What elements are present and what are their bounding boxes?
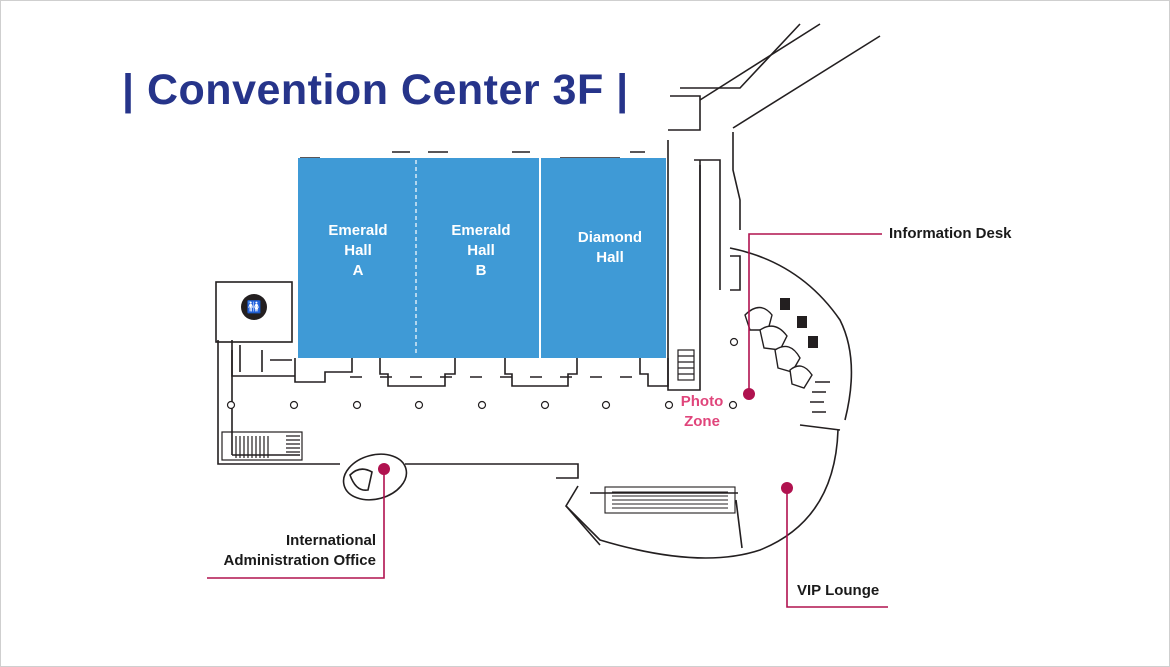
hall-label-line: B [475, 262, 487, 279]
information-desk-label: Information Desk [889, 225, 1012, 242]
hall-label-line: Diamond [577, 229, 643, 246]
hall-label-emerald-b: Emerald Hall B [433, 221, 529, 281]
hall-diamond [540, 158, 666, 358]
vip-lounge-label: VIP Lounge [797, 582, 880, 599]
elevator-group [744, 306, 813, 389]
intl-office-line: International [285, 532, 376, 549]
hall-label-line: A [352, 262, 364, 279]
international-office-label: International Administration Office [208, 531, 376, 571]
intl-office-leader [207, 469, 385, 579]
hall-label-line: Emerald [451, 222, 511, 239]
hall-emerald-b [416, 158, 540, 358]
corridor-outline [217, 340, 579, 479]
stairs-left [221, 431, 303, 461]
info-desk-marker [743, 388, 755, 400]
page-title: | Convention Center 3F | [122, 66, 629, 114]
stairs-right [677, 349, 695, 381]
hall-label-line: Hall [344, 242, 372, 259]
restroom-block [215, 281, 293, 343]
info-desk-leader [748, 233, 882, 394]
photo-zone-line: Zone [684, 413, 720, 430]
intl-office-line: Administration Office [223, 552, 376, 569]
intl-office-marker [378, 463, 390, 475]
lobby-curve [564, 429, 839, 559]
hall-label-line: Emerald [328, 222, 388, 239]
hall-blocks [298, 158, 666, 358]
hall-emerald-a [298, 158, 416, 358]
photo-zone-label: Photo Zone [672, 392, 732, 432]
hall-label-emerald-a: Emerald Hall A [310, 221, 406, 281]
hall-label-line: Hall [596, 249, 624, 266]
hall-label-diamond: Diamond Hall [560, 228, 660, 268]
elevator-icon [780, 298, 818, 348]
restroom-icon: 🚻 [241, 294, 267, 320]
vip-lounge-leader [786, 488, 888, 608]
vip-lounge-marker [781, 482, 793, 494]
hall-label-line: Hall [467, 242, 495, 259]
photo-zone-line: Photo [680, 393, 724, 410]
columns [226, 337, 739, 410]
international-office-shape [342, 453, 408, 501]
escalator-block [604, 486, 736, 514]
